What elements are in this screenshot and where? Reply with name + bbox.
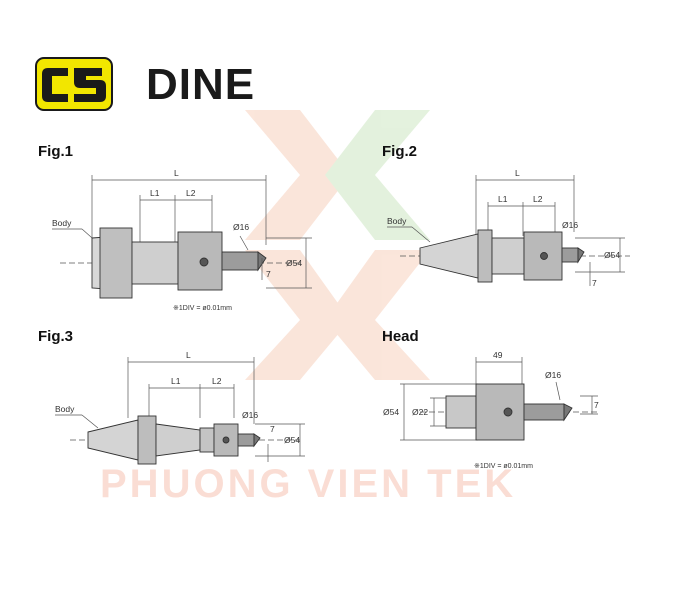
- fig1-dim-L: L: [174, 168, 179, 178]
- fig3-dim-7: 7: [270, 424, 275, 434]
- fig1-dim-L2: L2: [186, 188, 196, 198]
- fig3-dim-L: L: [186, 350, 191, 360]
- fig2-dim-7: 7: [592, 278, 597, 288]
- head-dim-d54: Ø54: [383, 407, 399, 417]
- fig3-dim-d54: Ø54: [284, 435, 300, 445]
- fig1-dim-d54: Ø54: [286, 258, 302, 268]
- fig2-dim-L2: L2: [533, 194, 543, 204]
- fig3-dim-d16: Ø16: [242, 410, 258, 420]
- dine-logo: DINE: [34, 56, 264, 112]
- fig2-dim-L1: L1: [498, 194, 508, 204]
- fig1-note: ※1DIV = ø0.01mm: [173, 305, 232, 312]
- fig2-dim-d54: Ø54: [604, 250, 620, 260]
- fig2-dim-d16: Ø16: [562, 220, 578, 230]
- fig1-drawing: L L1 L2 Body Ø16 Ø54 7 ※1DIV = ø0.01m: [52, 168, 312, 312]
- fig2-title: Fig.2: [382, 143, 418, 160]
- head-drawing: 49 Ø54 Ø22 Ø16 7 ※1DIV = ø0.01mm: [383, 350, 600, 470]
- fig3-body-label: Body: [55, 404, 75, 414]
- fig1-dim-7: 7: [266, 269, 271, 279]
- fig3-title: Fig.3: [38, 328, 74, 345]
- head-title: Head: [382, 328, 419, 345]
- dine-logo-mark: [35, 57, 113, 111]
- head-dim-d16: Ø16: [545, 370, 561, 380]
- head-dim-7: 7: [594, 400, 599, 410]
- fig2-body-label: Body: [387, 216, 407, 226]
- fig1-dim-L1: L1: [150, 188, 160, 198]
- fig1-title: Fig.1: [38, 143, 74, 160]
- fig1-body-label: Body: [52, 218, 72, 228]
- fig3-drawing: L L1 L2 Body Ø16 Ø54 7: [55, 350, 305, 465]
- head-note: ※1DIV = ø0.01mm: [474, 463, 533, 470]
- fig3-dim-L1: L1: [171, 376, 181, 386]
- fig2-drawing: L L1 L2 Body Ø16 Ø54 7: [387, 168, 630, 288]
- watermark-text: PHUONG VIEN TEK: [100, 462, 517, 506]
- fig3-dim-L2: L2: [212, 376, 222, 386]
- fig1-dim-d16: Ø16: [233, 222, 249, 232]
- head-dim-49: 49: [493, 350, 503, 360]
- fig2-dim-L: L: [515, 168, 520, 178]
- brand-name: DINE: [146, 60, 256, 109]
